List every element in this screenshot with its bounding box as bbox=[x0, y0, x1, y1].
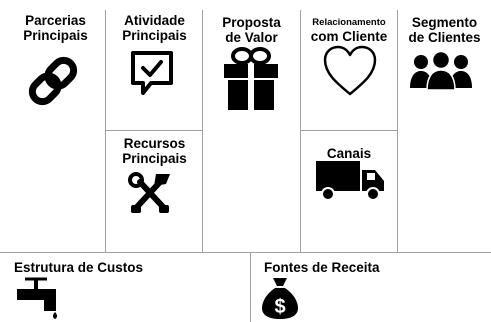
block-title: Segmento de Clientes bbox=[398, 15, 491, 45]
title-line: Atividade bbox=[124, 13, 185, 28]
truck-icon bbox=[315, 160, 385, 202]
title-line: Recursos bbox=[123, 136, 186, 151]
money-bag-icon: $ bbox=[261, 276, 299, 320]
block-title: Canais bbox=[301, 146, 397, 161]
title-line: Segmento bbox=[411, 15, 478, 30]
checkmark-chat-icon bbox=[129, 49, 175, 99]
block-title: Recursos Principais bbox=[107, 136, 202, 166]
title-line: de Valor bbox=[225, 30, 278, 45]
title-line: Canais bbox=[326, 146, 372, 161]
title-line: Proposta bbox=[222, 15, 281, 30]
title-line: de Clientes bbox=[408, 30, 481, 45]
title-line: Relacionamento bbox=[312, 17, 386, 28]
tools-icon bbox=[126, 170, 174, 218]
divider bbox=[300, 130, 397, 131]
people-group-icon bbox=[409, 50, 473, 90]
title-line: Parcerias bbox=[25, 13, 86, 28]
title-line: Estrutura de Custos bbox=[14, 260, 144, 275]
block-title: Estrutura de Custos bbox=[14, 260, 143, 275]
title-line: com Cliente bbox=[310, 29, 388, 44]
title-line: Principais bbox=[122, 28, 187, 43]
chain-link-icon bbox=[22, 50, 84, 112]
divider bbox=[397, 10, 398, 252]
heart-icon bbox=[322, 44, 378, 98]
block-title: Relacionamento com Cliente bbox=[301, 17, 397, 44]
divider bbox=[250, 252, 251, 322]
divider bbox=[202, 10, 203, 252]
water-tap-icon bbox=[17, 275, 61, 322]
gift-icon bbox=[222, 46, 280, 112]
block-title: Parcerias Principais bbox=[8, 13, 103, 43]
block-title: Atividade Principais bbox=[107, 13, 202, 43]
title-line: Fontes de Receita bbox=[264, 260, 380, 275]
title-line: Principais bbox=[23, 28, 88, 43]
svg-text:$: $ bbox=[274, 296, 285, 318]
block-title: Proposta de Valor bbox=[203, 15, 300, 45]
block-title: Fontes de Receita bbox=[264, 260, 380, 275]
title-line: Principais bbox=[122, 151, 187, 166]
divider bbox=[300, 10, 301, 252]
divider bbox=[0, 252, 491, 253]
divider bbox=[105, 10, 106, 252]
divider bbox=[105, 130, 202, 131]
